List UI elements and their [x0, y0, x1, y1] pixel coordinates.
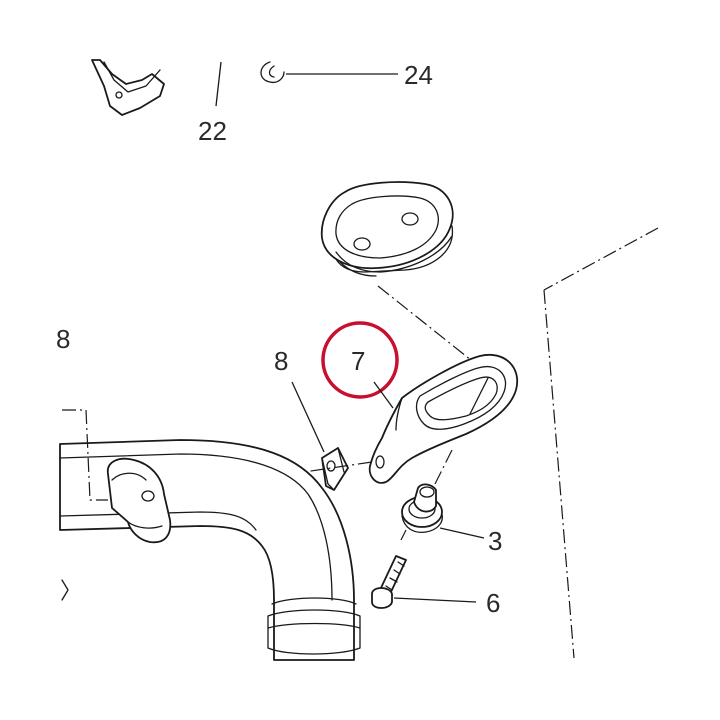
leader-22 [215, 61, 222, 107]
leader-6 [393, 597, 477, 603]
leader-3 [439, 527, 485, 539]
callout-8: 8 [274, 346, 288, 376]
frame-boundary [543, 227, 659, 659]
callout-24: 24 [404, 60, 433, 90]
leader-7 [373, 381, 394, 409]
clip-part-24 [260, 61, 285, 84]
washer-part-3 [401, 483, 444, 534]
highlight-circle [321, 321, 399, 399]
left-dashed-outline [62, 409, 108, 501]
bracket-fragment [91, 59, 165, 116]
centerline-washer [429, 449, 453, 495]
mounting-plate-7 [368, 353, 519, 484]
screw-part-6 [371, 529, 407, 609]
bent-tube [59, 439, 361, 661]
grommet-plate [320, 181, 454, 277]
callout-8-edge: 8 [56, 324, 70, 354]
leader-8 [291, 381, 325, 453]
callout-22: 22 [198, 116, 227, 146]
callout-7: 7 [351, 346, 365, 376]
callout-6: 6 [486, 588, 500, 618]
callout-3: 3 [488, 526, 502, 556]
nut-part-8 [321, 447, 349, 491]
centerline-grommet [377, 285, 487, 373]
tube-clamp-tab [106, 457, 172, 544]
